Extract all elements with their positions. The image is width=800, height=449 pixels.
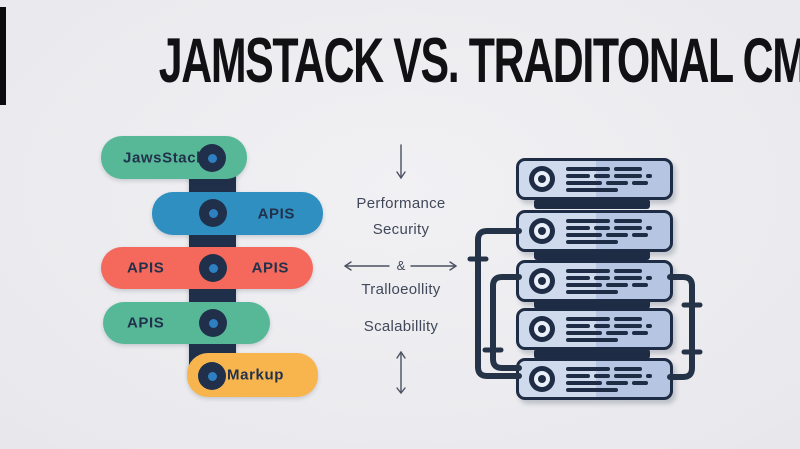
status-led-icon: [529, 366, 555, 392]
server-unit: [516, 260, 673, 302]
node-knob-icon: [198, 144, 226, 172]
server-gap-bar: [534, 250, 650, 260]
label-performance: Performance: [356, 195, 446, 212]
pill-label: APIS: [127, 314, 165, 332]
up-arrowhead-icon: [396, 350, 406, 359]
server-text-row: [566, 289, 652, 294]
server-text-lines: [566, 166, 652, 192]
pill-label: APIS: [127, 259, 165, 277]
cable-left-outer: [475, 228, 522, 379]
status-led-icon: [529, 316, 555, 342]
pill-label: APIS: [257, 205, 295, 222]
server-text-lines: [566, 366, 652, 392]
down-arrowhead-icon: [396, 171, 406, 180]
server-text-row: [566, 166, 652, 171]
server-text-row: [566, 323, 652, 328]
status-led-icon: [529, 218, 555, 244]
node-knob-icon: [198, 362, 226, 390]
server-text-row: [566, 275, 652, 280]
server-text-row: [566, 225, 652, 230]
status-led-icon: [529, 268, 555, 294]
page-title: JAMSTACK VS. TRADITONAL CMS: [158, 26, 800, 96]
node-knob-icon: [199, 254, 227, 282]
status-led-icon: [529, 166, 555, 192]
cable-right: [667, 274, 695, 380]
pill-apis-teal: APIS: [103, 302, 270, 344]
pill-label: Markup: [227, 366, 284, 384]
server-gap-bar: [534, 299, 650, 309]
node-knob-icon: [199, 199, 227, 227]
server-text-row: [566, 180, 652, 185]
server-text-row: [566, 282, 652, 287]
node-knob-icon: [199, 309, 227, 337]
server-text-lines: [566, 316, 652, 342]
server-unit: [516, 158, 673, 200]
server-gap-bar: [534, 349, 650, 359]
server-text-row: [566, 232, 652, 237]
server-text-row: [566, 316, 652, 321]
server-text-row: [566, 239, 652, 244]
ampersand-label: &: [396, 258, 406, 273]
pill-label-right: APIS: [251, 259, 289, 277]
server-text-row: [566, 380, 652, 385]
down-arrowhead-icon: [396, 387, 406, 395]
server-text-row: [566, 337, 652, 342]
server-unit: [516, 210, 673, 252]
server-text-row: [566, 387, 652, 392]
server-text-row: [566, 330, 652, 335]
server-text-row: [566, 366, 652, 371]
edge-artifact-strip: [0, 7, 6, 105]
server-unit: [516, 308, 673, 350]
label-scalability: Scalabillity: [363, 318, 439, 335]
server-text-lines: [566, 268, 652, 294]
label-reliability: Tralloeollity: [361, 281, 441, 298]
server-text-row: [566, 268, 652, 273]
pill-apis-blue: APIS: [152, 192, 323, 235]
server-gap-bar: [534, 199, 650, 209]
label-security: Security: [372, 221, 430, 238]
pill-label: JawsStack: [123, 149, 206, 166]
server-text-row: [566, 187, 652, 192]
server-text-lines: [566, 218, 652, 244]
server-text-row: [566, 218, 652, 223]
server-text-row: [566, 373, 652, 378]
server-unit: [516, 358, 673, 400]
server-text-row: [566, 173, 652, 178]
page-title-wrap: JAMSTACK VS. TRADITONAL CMS: [0, 30, 800, 93]
